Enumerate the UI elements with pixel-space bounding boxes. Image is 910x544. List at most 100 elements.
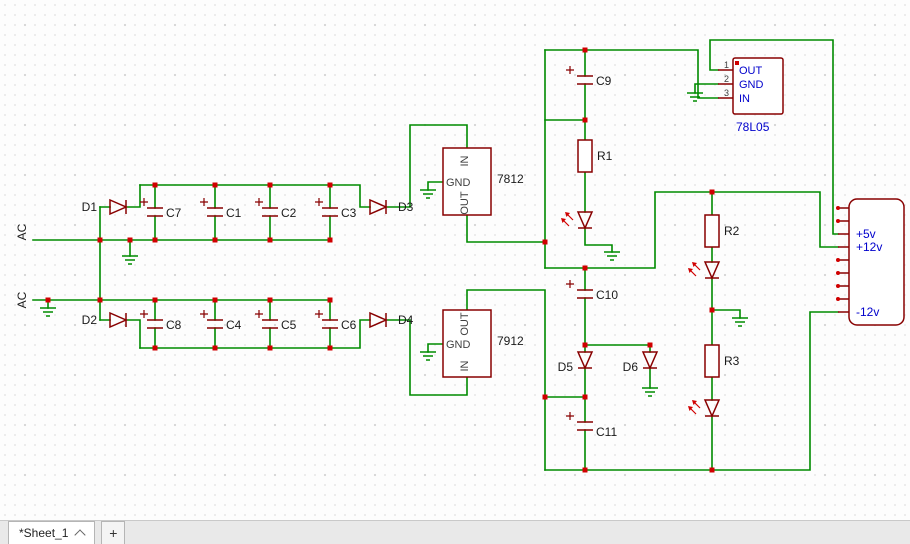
wire[interactable] <box>466 214 546 243</box>
resistor-r3-label[interactable]: R3 <box>724 354 740 368</box>
wire[interactable] <box>427 343 444 353</box>
wire[interactable] <box>466 289 546 471</box>
regulator-7912[interactable]: OUT GND IN 7912 <box>442 309 524 378</box>
sheet-tab-label: *Sheet_1 <box>19 526 69 540</box>
capacitor-c2[interactable]: C2 <box>255 198 297 220</box>
output-connector[interactable]: +5v +12v -12v <box>836 198 905 326</box>
ac-port-label[interactable]: AC <box>15 223 29 240</box>
sheet-tab[interactable]: *Sheet_1 <box>8 521 96 544</box>
wire[interactable] <box>99 184 141 208</box>
capacitor-c6[interactable]: C6 <box>315 310 357 332</box>
capacitor-c9-label[interactable]: C9 <box>596 74 612 88</box>
wire[interactable] <box>544 367 586 423</box>
ground-icon[interactable] <box>642 387 658 397</box>
diode-d5[interactable]: D5 <box>558 351 594 374</box>
wire[interactable] <box>99 319 141 349</box>
regulator-78l05[interactable]: 1 2 3 OUT GND IN 78L05 <box>718 57 784 134</box>
junction-dot <box>582 467 588 473</box>
led-3[interactable] <box>688 399 721 418</box>
capacitor-c5-label[interactable]: C5 <box>281 318 297 332</box>
ac-port-label[interactable]: AC <box>15 291 29 308</box>
ground-icon[interactable] <box>687 92 703 102</box>
diode-d6[interactable]: D6 <box>623 351 659 374</box>
wire[interactable] <box>584 171 613 253</box>
capacitor-c3-label[interactable]: C3 <box>341 206 357 220</box>
capacitor-c3[interactable]: C3 <box>315 198 357 220</box>
capacitor-c8[interactable]: C8 <box>140 310 182 332</box>
capacitor-c1-label[interactable]: C1 <box>226 206 242 220</box>
ground-icon[interactable] <box>40 307 56 317</box>
led-2[interactable] <box>688 261 721 280</box>
add-sheet-button[interactable]: + <box>101 521 126 544</box>
capacitor-c2-label[interactable]: C2 <box>281 206 297 220</box>
wire[interactable] <box>584 344 651 353</box>
sheet-menu-chevron-icon[interactable] <box>74 528 87 541</box>
diode-d5-label[interactable]: D5 <box>558 360 574 374</box>
diode-d3[interactable]: D3 <box>369 198 414 216</box>
wire[interactable] <box>427 181 444 191</box>
diode-d1-label[interactable]: D1 <box>82 200 98 214</box>
capacitor-c8-label[interactable]: C8 <box>166 318 182 332</box>
ground-icon[interactable] <box>604 251 620 261</box>
resistor-r2[interactable]: R2 <box>704 214 740 248</box>
capacitor-c6-label[interactable]: C6 <box>341 318 357 332</box>
wire[interactable] <box>154 184 331 241</box>
junction-dot <box>152 237 158 243</box>
wire[interactable] <box>544 191 839 269</box>
junction-dot <box>327 345 333 351</box>
ground-icon[interactable] <box>122 255 138 265</box>
regulator-78l05-label[interactable]: 78L05 <box>736 120 770 134</box>
resistor-r2-label[interactable]: R2 <box>724 224 740 238</box>
led-triangle <box>703 399 721 418</box>
regulator-7912-label[interactable]: 7912 <box>497 334 524 348</box>
wire[interactable] <box>711 309 741 319</box>
connector-12v-label: +12v <box>856 240 882 254</box>
ground-icon[interactable] <box>420 351 436 361</box>
wire[interactable] <box>139 319 371 349</box>
capacitor-c11[interactable]: C11 <box>566 412 617 439</box>
capacitor-c7[interactable]: C7 <box>140 198 182 220</box>
resistor-r3[interactable]: R3 <box>704 344 740 378</box>
wire[interactable] <box>709 39 839 235</box>
wire[interactable] <box>385 124 468 208</box>
schematic-canvas[interactable]: AC AC D1 D2 D3 D4 D5 D6 <box>0 0 910 520</box>
junction-dot <box>582 342 588 348</box>
capacitor-c1[interactable]: C1 <box>200 198 242 220</box>
diode-d2-label[interactable]: D2 <box>82 313 98 327</box>
regulator-7812[interactable]: IN GND OUT 7812 <box>442 147 524 216</box>
regulator-7812-label[interactable]: 7812 <box>497 172 524 186</box>
pin-label-gnd: GND <box>739 79 764 91</box>
resistor-r1-label[interactable]: R1 <box>597 149 613 163</box>
pin2-number: 2 <box>724 74 729 84</box>
ground-icon[interactable] <box>732 317 748 327</box>
capacitor-c11-label[interactable]: C11 <box>596 425 617 439</box>
capacitor-c4[interactable]: C4 <box>200 310 242 332</box>
wire[interactable] <box>154 299 331 349</box>
wire[interactable] <box>544 311 839 471</box>
diode-triangle <box>369 311 388 329</box>
capacitor-c7-label[interactable]: C7 <box>166 206 182 220</box>
led-1[interactable] <box>561 211 594 230</box>
wire[interactable] <box>139 184 371 208</box>
wire[interactable] <box>385 319 468 396</box>
diode-d4-label[interactable]: D4 <box>398 313 414 327</box>
capacitor-c10[interactable]: C10 <box>566 280 618 302</box>
wire[interactable] <box>694 83 719 94</box>
wires[interactable] <box>32 39 839 471</box>
capacitor-c5[interactable]: C5 <box>255 310 297 332</box>
wire[interactable] <box>544 49 719 99</box>
capacitor-c9[interactable]: C9 <box>566 66 612 88</box>
pin-label-in: IN <box>459 360 471 371</box>
capacitor-c10-label[interactable]: C10 <box>596 288 618 302</box>
diode-d3-label[interactable]: D3 <box>398 200 414 214</box>
pin-end-dot <box>836 284 840 288</box>
diode-d2[interactable]: D2 <box>82 311 128 329</box>
diode-d1[interactable]: D1 <box>82 198 128 216</box>
cap-plates <box>262 207 278 217</box>
ground-icon[interactable] <box>420 189 436 199</box>
diode-d4[interactable]: D4 <box>369 311 414 329</box>
diode-d6-label[interactable]: D6 <box>623 360 639 374</box>
ground-symbols[interactable] <box>40 92 748 397</box>
capacitor-c4-label[interactable]: C4 <box>226 318 242 332</box>
resistor-r1[interactable]: R1 <box>577 139 613 173</box>
